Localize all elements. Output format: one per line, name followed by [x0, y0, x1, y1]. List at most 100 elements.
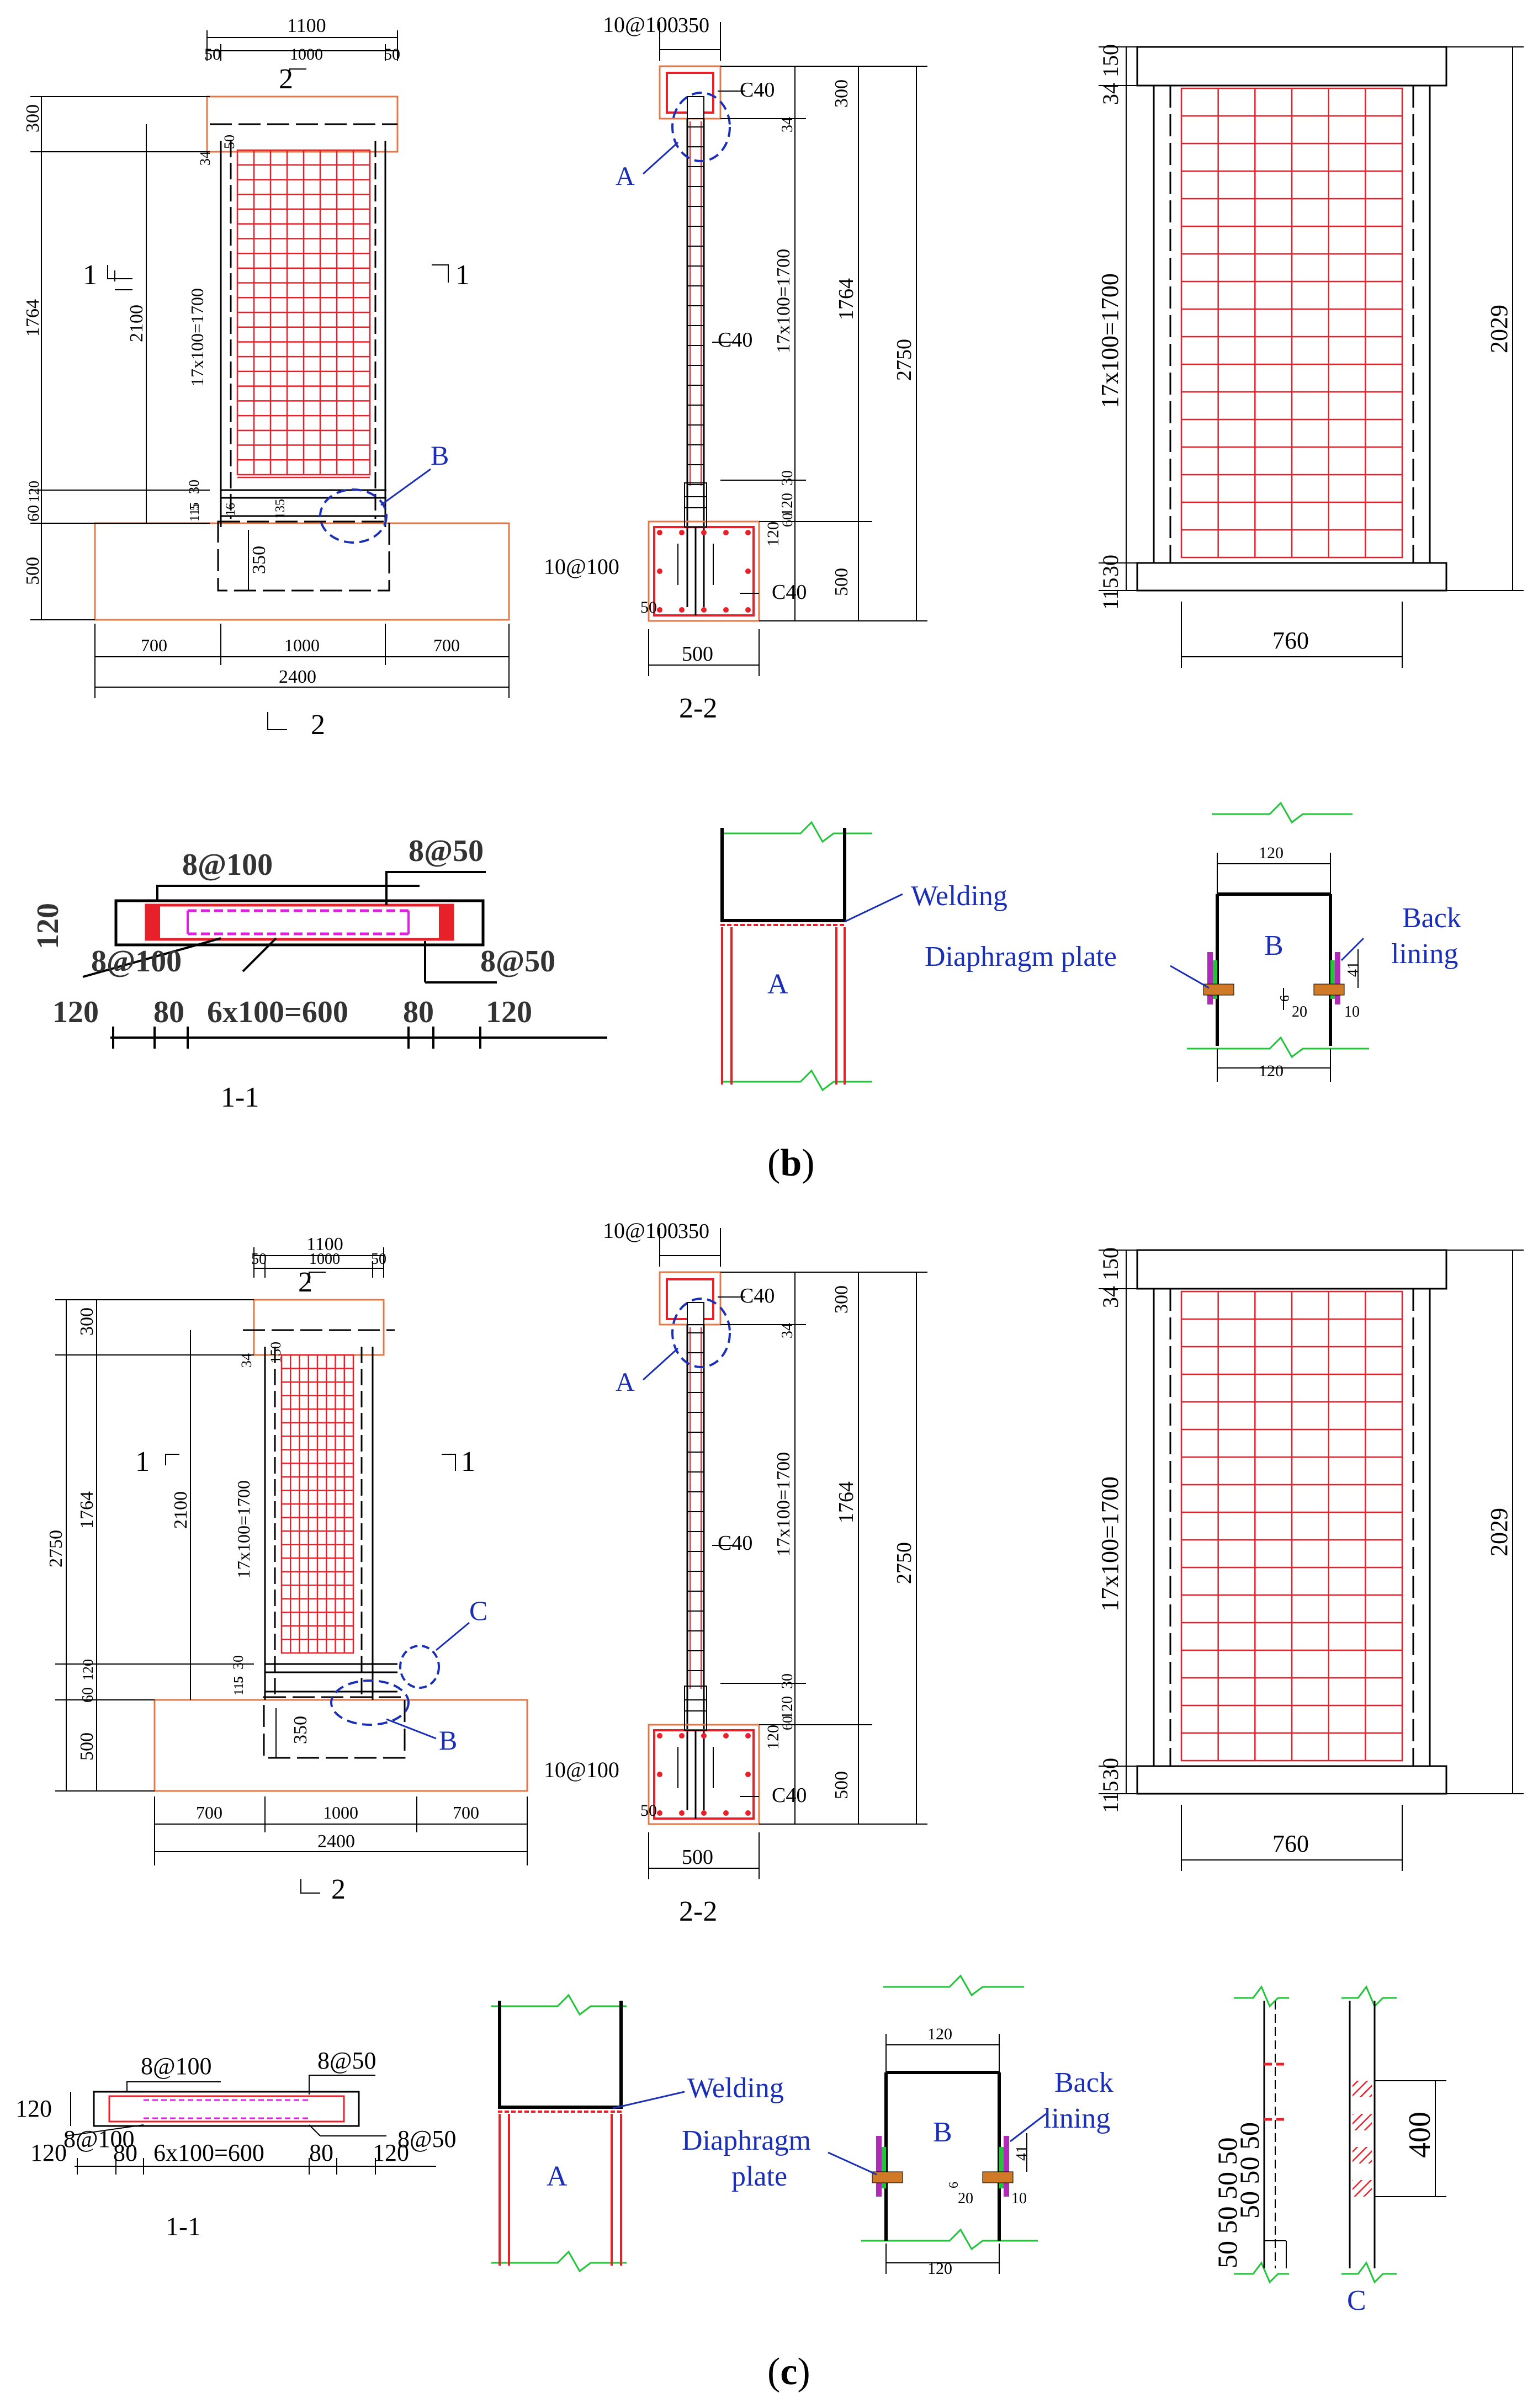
rebar-dot: [723, 607, 729, 613]
svg-text:10@100: 10@100: [544, 1757, 619, 1782]
detail-b-callout: [319, 488, 388, 544]
svg-text:10: 10: [1011, 2190, 1027, 2207]
svg-text:17x100=1700: 17x100=1700: [234, 1480, 253, 1578]
panel-c-label: (c): [767, 2351, 810, 2393]
svg-text:1: 1: [461, 1446, 475, 1477]
svg-text:41: 41: [1014, 2145, 1031, 2161]
svg-text:2400: 2400: [279, 667, 316, 687]
svg-text:8@100: 8@100: [182, 848, 273, 882]
svg-text:C40: C40: [740, 78, 775, 102]
svg-text:120: 120: [1259, 844, 1284, 862]
svg-text:17x100=1700: 17x100=1700: [773, 1452, 794, 1556]
svg-text:2100: 2100: [126, 305, 147, 342]
svg-text:2750: 2750: [893, 1542, 916, 1584]
svg-text:700: 700: [141, 635, 167, 655]
svg-text:115: 115: [188, 502, 202, 522]
svg-text:2-2: 2-2: [679, 1896, 717, 1927]
svg-text:500: 500: [77, 1732, 97, 1761]
rebar-dot: [657, 607, 662, 613]
svg-text:135: 135: [273, 499, 288, 519]
svg-text:2-2: 2-2: [679, 693, 717, 724]
svg-text:A: A: [547, 2161, 568, 2192]
rebar-dot: [745, 530, 751, 535]
rebar-dot: [723, 530, 729, 535]
svg-text:120: 120: [927, 2260, 952, 2278]
svg-text:120: 120: [30, 2139, 67, 2166]
rebar-dot: [679, 1810, 685, 1816]
rebar-dot: [657, 1810, 662, 1816]
svg-text:1: 1: [455, 259, 470, 291]
svg-text:150: 150: [268, 1342, 284, 1363]
svg-text:C40: C40: [718, 328, 752, 352]
svg-text:Welding: Welding: [687, 2072, 784, 2104]
svg-text:1: 1: [135, 1446, 150, 1477]
svg-text:350: 350: [678, 14, 709, 37]
svg-text:6x100=600: 6x100=600: [153, 2139, 264, 2166]
svg-text:1-1: 1-1: [221, 1082, 259, 1113]
svg-text:5: 5: [188, 504, 202, 511]
rebar-dot: [745, 568, 751, 574]
svg-text:1100: 1100: [287, 14, 326, 36]
svg-text:2: 2: [298, 1267, 312, 1298]
svg-text:C40: C40: [772, 581, 807, 604]
svg-text:8@50: 8@50: [409, 834, 484, 868]
rebar-dot: [701, 607, 707, 613]
svg-text:120: 120: [779, 1696, 796, 1719]
rebar-dot: [701, 1810, 707, 1816]
svg-text:5: 5: [232, 1677, 246, 1683]
svg-text:80: 80: [309, 2139, 333, 2166]
svg-text:120: 120: [52, 995, 99, 1029]
svg-text:1-1: 1-1: [166, 2212, 201, 2241]
svg-text:760: 760: [1272, 1830, 1309, 1857]
svg-text:120: 120: [80, 1659, 96, 1681]
svg-text:17x100=1700: 17x100=1700: [773, 249, 794, 353]
svg-text:10@100: 10@100: [603, 12, 678, 37]
svg-text:500: 500: [831, 568, 852, 596]
side-elevation: 150 34 17x100=1700 30 115 2029 760: [1096, 44, 1524, 668]
svg-text:1000: 1000: [309, 1251, 340, 1268]
svg-text:20: 20: [1292, 1003, 1307, 1020]
svg-text:10@100: 10@100: [544, 554, 619, 579]
svg-text:50: 50: [204, 45, 221, 63]
detail-c: 50 50 50 50 50 50 50 400 C: [1212, 1985, 1446, 2316]
svg-text:34: 34: [197, 151, 213, 166]
svg-text:30: 30: [779, 1673, 796, 1689]
svg-text:120: 120: [779, 493, 796, 516]
svg-text:B: B: [1264, 930, 1284, 961]
svg-text:Back: Back: [1054, 2067, 1113, 2098]
svg-text:10: 10: [1344, 1003, 1360, 1020]
svg-text:30: 30: [186, 480, 202, 494]
svg-text:8@50: 8@50: [480, 944, 555, 979]
svg-text:150: 150: [1098, 1247, 1123, 1280]
rebar-dot: [745, 607, 751, 613]
svg-text:50: 50: [221, 135, 237, 149]
svg-text:34: 34: [1098, 83, 1123, 105]
svg-text:120: 120: [764, 1725, 782, 1750]
svg-text:8@100: 8@100: [63, 2125, 135, 2152]
svg-text:120: 120: [486, 995, 532, 1029]
svg-text:1764: 1764: [77, 1491, 97, 1529]
svg-text:350: 350: [678, 1220, 709, 1243]
svg-text:2: 2: [331, 1874, 346, 1905]
rebar-dot: [701, 530, 707, 535]
svg-text:60: 60: [779, 1716, 795, 1730]
svg-text:34: 34: [238, 1353, 254, 1368]
svg-text:400: 400: [1403, 2112, 1437, 2158]
svg-text:34: 34: [1098, 1286, 1123, 1308]
rebar-dot: [657, 1772, 662, 1777]
svg-text:C40: C40: [772, 1784, 807, 1807]
svg-text:1764: 1764: [835, 278, 858, 320]
svg-text:1764: 1764: [835, 1481, 858, 1523]
rebar-dot: [657, 530, 662, 535]
elevation-drawing: [94, 95, 510, 621]
svg-text:34: 34: [779, 117, 796, 132]
svg-text:500: 500: [682, 1846, 713, 1869]
rebar-dot: [657, 1733, 662, 1739]
svg-text:500: 500: [23, 557, 43, 585]
svg-text:50: 50: [640, 598, 657, 616]
svg-text:2400: 2400: [317, 1831, 355, 1852]
svg-text:760: 760: [1272, 627, 1309, 654]
svg-text:16: 16: [224, 503, 238, 516]
svg-text:700: 700: [196, 1803, 222, 1822]
svg-text:50: 50: [251, 1251, 267, 1268]
